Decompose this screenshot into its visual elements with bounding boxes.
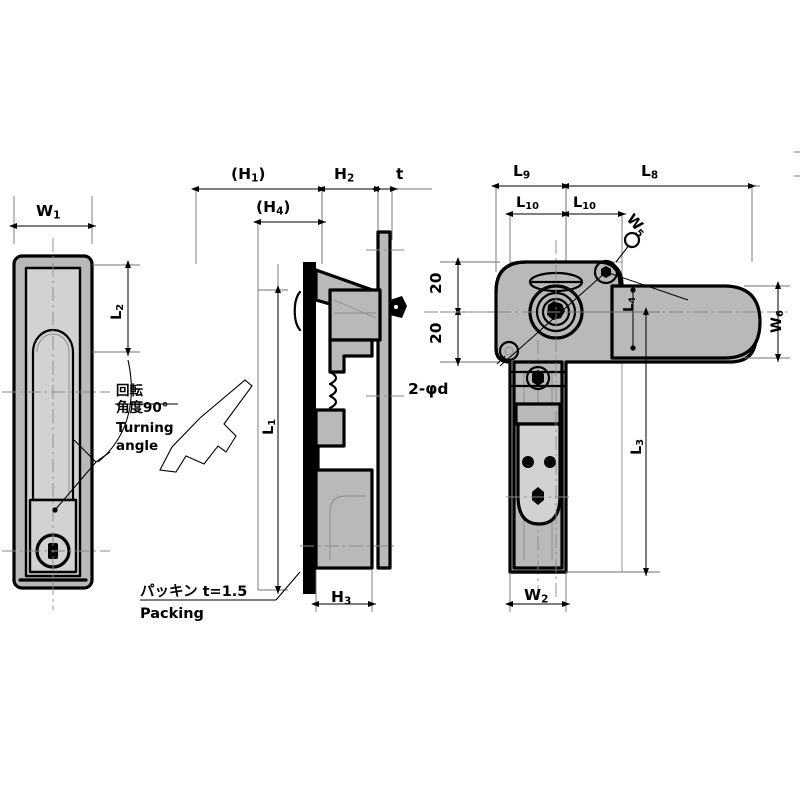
side-l1-dimension xyxy=(258,285,288,594)
plan-pitch-label-bottom: 20 xyxy=(427,322,445,344)
side-h3-dimension xyxy=(311,570,376,612)
front-turning-angle-note-en-2: angle xyxy=(116,438,159,454)
plan-l4-label: L4 xyxy=(621,297,639,312)
front-view-group xyxy=(2,196,178,610)
plan-w2-label: W2 xyxy=(524,586,549,606)
plan-view-group xyxy=(424,183,790,612)
side-packing-note-jp: パッキン t=1.5 xyxy=(140,584,248,600)
plan-l10-label-b: L10 xyxy=(573,195,596,213)
front-turning-angle-note-en-1: Turning xyxy=(116,420,174,436)
front-w1-label: W1 xyxy=(36,202,61,222)
front-turning-angle-note-jp-1: 回転 xyxy=(116,383,143,399)
plan-w6-label: W6 xyxy=(769,310,787,333)
side-view-group xyxy=(140,186,432,612)
side-h4-label: (H4) xyxy=(256,198,291,218)
side-h4-dimension xyxy=(253,219,326,290)
plan-l8-label: L8 xyxy=(641,162,659,182)
front-w1-dimension xyxy=(9,196,96,244)
side-h2-label: H2 xyxy=(334,165,355,185)
front-turning-angle-note-jp-2: 角度90° xyxy=(116,400,169,416)
plan-hole-note-label: 2-φd xyxy=(408,380,449,398)
plan-w2-dimension xyxy=(505,572,570,612)
plan-l3-label: L3 xyxy=(629,438,647,455)
side-h2-dimension xyxy=(317,186,382,264)
plan-pitch-label-top: 20 xyxy=(427,272,445,294)
side-packing-note-en: Packing xyxy=(140,606,204,622)
plan-l9-label: L9 xyxy=(513,162,531,182)
plan-l3-dimension xyxy=(566,307,660,576)
front-l2-label: L2 xyxy=(109,303,127,320)
side-h3-label: H3 xyxy=(331,588,352,608)
side-t-label: t xyxy=(396,165,404,183)
front-l2-dimension xyxy=(92,260,140,356)
plan-l10-label-a: L10 xyxy=(516,195,539,213)
side-h1-label: (H1) xyxy=(231,165,266,185)
side-l1-label: L1 xyxy=(261,418,279,435)
plan-w6-dimension xyxy=(744,281,790,362)
